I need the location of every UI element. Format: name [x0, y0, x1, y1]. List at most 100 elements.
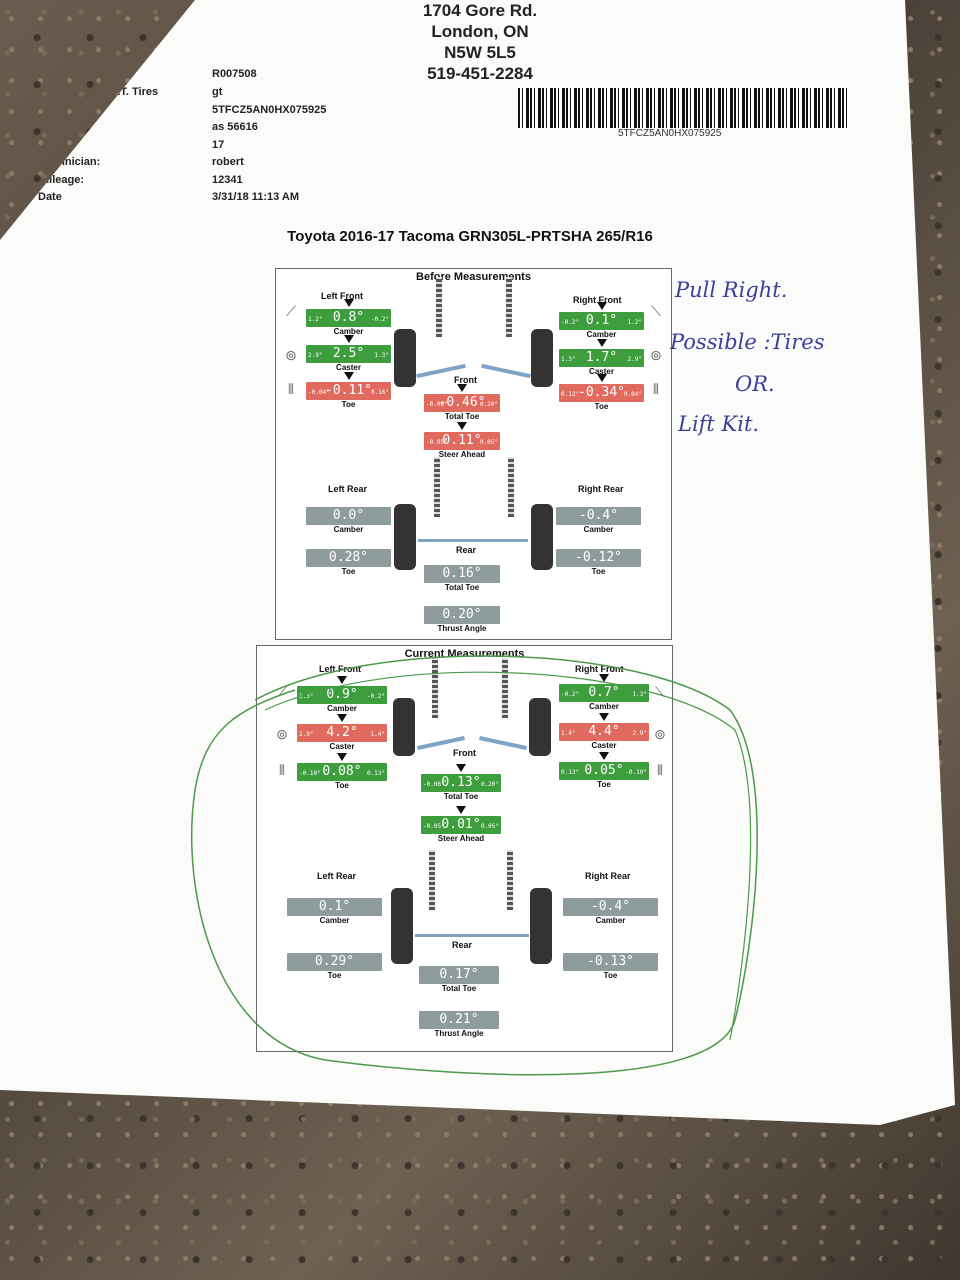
steer-ahead-reading: -0.05°0.11°0.05° Steer Ahead — [424, 422, 500, 459]
handwritten-note-2: Possible :Tires — [670, 330, 825, 354]
arrow-icon — [596, 374, 607, 382]
lr-camber-reading: 0.0° Camber — [306, 507, 391, 534]
right-front-header: Right Front — [575, 664, 624, 674]
steer-ahead-reading: -0.05°0.01°0.05° Steer Ahead — [421, 806, 501, 843]
lr-toe-reading: 0.29° Toe — [287, 953, 382, 980]
wheel-graphic — [531, 329, 553, 387]
current-measurements-panel: Current Measurements Left Front Right Fr… — [256, 645, 673, 1052]
right-rear-header: Right Rear — [585, 871, 631, 881]
lf-camber-reading: 1.2°0.8°-0.2° Camber — [306, 299, 391, 336]
strut-graphic — [507, 850, 513, 910]
toe-icon: ⫴ — [657, 762, 663, 778]
caster-icon: ⊚ — [276, 726, 288, 742]
strut-graphic — [506, 277, 512, 337]
camber-icon: ⟋ — [277, 684, 287, 700]
shop-city: London, ON — [431, 22, 529, 41]
strut-graphic — [502, 658, 508, 718]
barcode-text: 5TFCZ5AN0HX075925 — [618, 128, 722, 139]
info-value: as 56616 — [212, 121, 258, 133]
shop-phone: 519-451-2284 — [427, 64, 533, 83]
lf-caster-reading: 2.9°4.2°1.4° Caster — [297, 714, 387, 751]
info-value: 17 — [212, 139, 225, 151]
wheel-graphic — [530, 888, 552, 964]
rr-camber-reading: -0.4° Camber — [556, 507, 641, 534]
before-measurements-panel: Before Measurements Left Front Right Fro… — [275, 268, 672, 640]
wheel-graphic — [531, 504, 553, 570]
front-label: Front — [453, 748, 476, 758]
handwritten-note-4: Lift Kit. — [678, 412, 760, 436]
total-toe-front-reading: -0.06°-0.46°0.20° Total Toe — [424, 384, 500, 421]
info-label: Date — [38, 191, 62, 203]
info-value: robert — [212, 156, 244, 168]
arrow-icon — [599, 752, 609, 760]
lr-toe-reading: 0.28° Toe — [306, 549, 391, 576]
front-label: Front — [454, 375, 477, 385]
arrow-icon — [343, 335, 354, 343]
shop-street: 1704 Gore Rd. — [422, 1, 538, 20]
info-value: 12341 — [212, 174, 243, 186]
info-value: 5TFCZ5AN0HX075925 — [212, 104, 327, 116]
lf-caster-reading: 2.9°2.5°1.3° Caster — [306, 335, 391, 372]
right-rear-header: Right Rear — [578, 484, 624, 494]
rf-camber-reading: -0.2°0.7°1.3° Camber — [559, 674, 649, 711]
info-value: gt — [212, 86, 223, 98]
strut-graphic — [434, 457, 440, 517]
arrow-icon — [457, 422, 467, 430]
caster-icon: ⊚ — [654, 726, 666, 742]
arrow-icon — [456, 806, 466, 814]
arrow-icon — [337, 714, 347, 722]
control-arm-graphic — [481, 363, 531, 379]
rr-camber-reading: -0.4° Camber — [563, 898, 658, 925]
arrow-icon — [337, 753, 347, 761]
caster-icon: ⊚ — [650, 347, 662, 363]
camber-icon: ⟍ — [651, 303, 661, 319]
right-front-header: Right Front — [573, 295, 622, 305]
rr-toe-reading: -0.13° Toe — [563, 953, 658, 980]
rear-label: Rear — [452, 940, 473, 950]
left-front-header: Left Front — [319, 664, 361, 674]
rear-label: Rear — [456, 545, 477, 555]
total-toe-front-reading: -0.06°0.13°0.20° Total Toe — [421, 764, 501, 801]
arrow-icon — [343, 372, 354, 380]
lr-camber-reading: 0.1° Camber — [287, 898, 382, 925]
thrust-angle-reading: 0.20° Thrust Angle — [424, 606, 500, 633]
vehicle-title: Toyota 2016-17 Tacoma GRN305L-PRTSHA 265… — [287, 228, 653, 245]
arrow-icon — [456, 764, 466, 772]
wheel-graphic — [394, 329, 416, 387]
handdrawn-circle — [190, 655, 758, 1076]
left-rear-header: Left Rear — [317, 871, 357, 881]
left-front-header: Left Front — [321, 291, 363, 301]
left-rear-header: Left Rear — [328, 484, 368, 494]
arrow-icon — [596, 302, 607, 310]
arrow-icon — [343, 299, 354, 307]
wheel-graphic — [394, 504, 416, 570]
toe-icon: ⫴ — [288, 381, 294, 397]
strut-graphic — [432, 658, 438, 718]
strut-graphic — [429, 850, 435, 910]
lf-toe-reading: -0.10°0.08°0.13° Toe — [297, 753, 387, 790]
wheel-graphic — [393, 698, 415, 756]
rr-toe-reading: -0.12° Toe — [556, 549, 641, 576]
caster-icon: ⊚ — [285, 347, 297, 363]
rear-axle-graphic — [418, 539, 528, 542]
rf-caster-reading: 1.3°1.7°2.9° Caster — [559, 339, 644, 376]
total-toe-rear-reading: 0.17° Total Toe — [419, 966, 499, 993]
arrow-icon — [599, 674, 609, 682]
wheel-graphic — [391, 888, 413, 964]
shop-address: 1704 Gore Rd. London, ON N5W 5L5 519-451… — [400, 0, 560, 84]
total-toe-rear-reading: 0.16° Total Toe — [424, 565, 500, 592]
info-value: R007508 — [212, 68, 257, 80]
rf-toe-reading: 0.12°-0.34°0.04° Toe — [559, 374, 644, 411]
panel-title: Before Measurements — [416, 271, 531, 283]
arrow-icon — [337, 676, 347, 684]
handwritten-note-1: Pull Right. — [675, 278, 788, 302]
handwritten-note-3: OR. — [735, 372, 775, 396]
camber-icon: ⟍ — [655, 684, 665, 700]
camber-icon: ⟋ — [286, 303, 296, 319]
arrow-icon — [599, 713, 609, 721]
wheel-graphic — [529, 698, 551, 756]
arrow-icon — [457, 384, 467, 392]
rear-axle-graphic — [415, 934, 529, 937]
arrow-icon — [596, 339, 607, 347]
lf-toe-reading: -0.04°-0.11°0.16° Toe — [306, 372, 391, 409]
